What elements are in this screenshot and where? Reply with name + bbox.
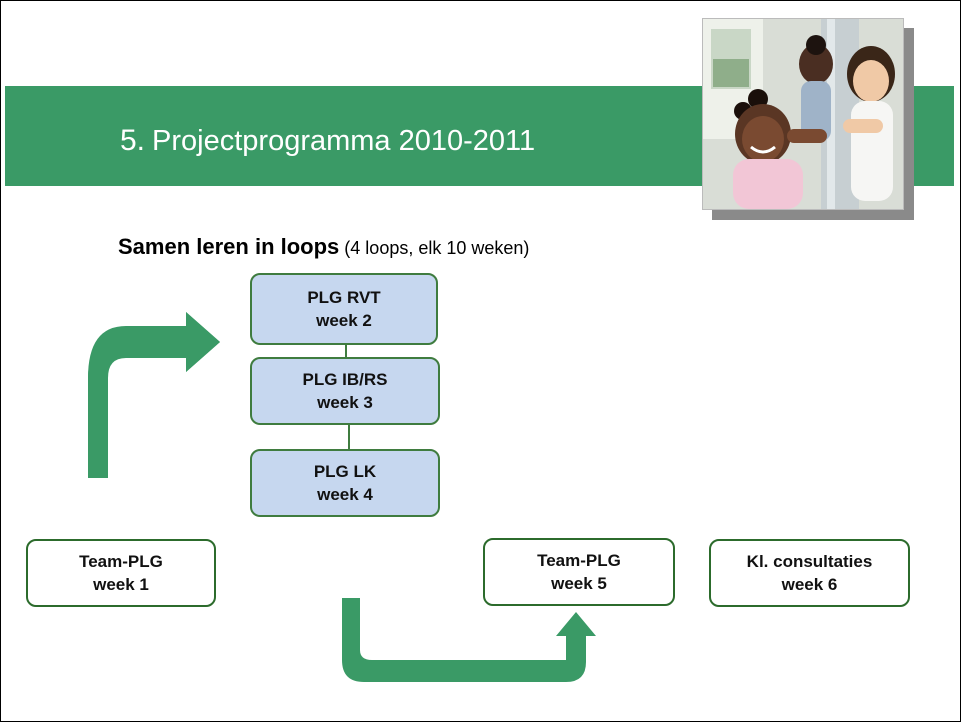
- subtitle-note: (4 loops, elk 10 weken): [344, 238, 530, 258]
- stack-box-ibrs: PLG IB/RS week 3: [250, 357, 440, 425]
- consultaties-week6-line1: Kl. consultaties: [746, 552, 873, 571]
- team-plg-week1-line2: week 1: [93, 575, 149, 594]
- stack-box-rvt-line1: PLG RVT: [307, 288, 381, 307]
- subtitle: Samen leren in loops (4 loops, elk 10 we…: [118, 234, 529, 260]
- stack-box-lk: PLG LK week 4: [250, 449, 440, 517]
- consultaties-week6-box: Kl. consultaties week 6: [709, 539, 910, 607]
- down-right-arrow-icon: [342, 598, 596, 682]
- stack-box-rvt: PLG RVT week 2: [250, 273, 438, 345]
- stack-box-ibrs-line2: week 3: [317, 393, 373, 412]
- team-plg-week5-box: Team-PLG week 5: [483, 538, 675, 606]
- stack-box-ibrs-line1: PLG IB/RS: [302, 370, 388, 389]
- title-number: 5.: [120, 124, 146, 157]
- stack-connector-1: [345, 345, 347, 357]
- photo-illustration: [703, 19, 903, 209]
- team-plg-week5-line1: Team-PLG: [537, 551, 621, 570]
- stack-box-lk-line2: week 4: [317, 485, 373, 504]
- stack-box-lk-line1: PLG LK: [313, 462, 377, 481]
- consultaties-week6-line2: week 6: [781, 575, 838, 594]
- slide-title: 5.Projectprogramma 2010-2011: [120, 124, 535, 158]
- team-plg-week1-line1: Team-PLG: [79, 552, 163, 571]
- subtitle-bold: Samen leren in loops: [118, 234, 340, 259]
- title-text: Projectprogramma 2010-2011: [152, 125, 536, 157]
- children-playing-photo: [702, 18, 904, 210]
- stack-box-rvt-line2: week 2: [316, 311, 372, 330]
- team-plg-week5-line2: week 5: [551, 574, 607, 593]
- stack-connector-2: [348, 425, 350, 449]
- team-plg-week1-box: Team-PLG week 1: [26, 539, 216, 607]
